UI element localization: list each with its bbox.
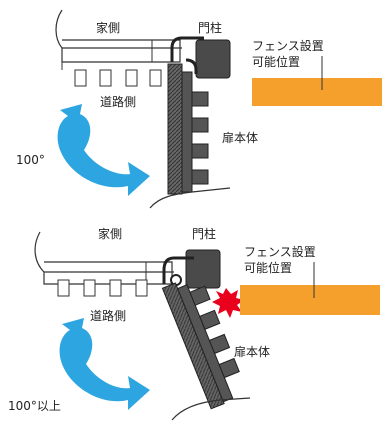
door-fin [218,357,240,379]
house-wall-outline [34,231,173,285]
fence-area [252,78,382,106]
paving-block [74,69,87,87]
road-side-label: 道路側 [90,308,126,323]
gate-post [185,249,221,289]
paving-block [99,69,112,87]
door-body [161,282,240,410]
door-fin [191,91,209,107]
fence-label-line1: フェンス設置 [244,244,316,259]
paving-block [125,69,138,87]
door-body [167,63,209,195]
paving-block [149,69,162,87]
door-fin [199,309,221,330]
gate-post-label: 門柱 [192,226,216,241]
house-wall-outline [55,9,181,63]
panel-normal-100: 家側 門柱 フェンス設置 可能位置 道路側 扉本体 100° [16,9,382,209]
rotation-arrow [59,318,150,410]
fence-area [240,285,380,315]
door-fin [189,285,211,306]
door-fin [208,333,231,355]
collision-burst-icon [212,288,244,318]
fence-label-line2: 可能位置 [244,260,292,275]
angle-label: 100°以上 [8,399,61,413]
gate-hinge-arm [170,36,204,62]
house-side-label: 家側 [98,226,122,241]
paving-block [83,279,96,297]
house-side-label: 家側 [96,20,120,35]
door-panel [167,63,183,195]
gate-post [195,39,231,79]
fence-label-line1: フェンス設置 [252,38,324,53]
paving-block [135,279,148,297]
gate-hinge-bracket [185,58,198,74]
gate-hinge-arm [162,256,194,284]
gate-post-label: 門柱 [198,20,222,35]
panel-over-100: 家側 門柱 フェンス設置 可能位置 道路側 扉本体 100°以上 [8,226,380,421]
road-side-label: 道路側 [100,94,136,109]
door-frame [181,71,193,193]
door-fin [191,117,209,133]
door-label: 扉本体 [222,131,258,145]
paving-block [57,279,70,297]
door-fin [191,143,209,159]
door-fin [191,169,209,185]
rotation-arrow [57,104,150,196]
fence-label-line2: 可能位置 [252,54,300,69]
paving-block [109,279,122,297]
angle-label: 100° [16,153,45,167]
ground-line [171,397,251,421]
door-label: 扉本体 [234,345,270,359]
ground-line [149,187,231,209]
